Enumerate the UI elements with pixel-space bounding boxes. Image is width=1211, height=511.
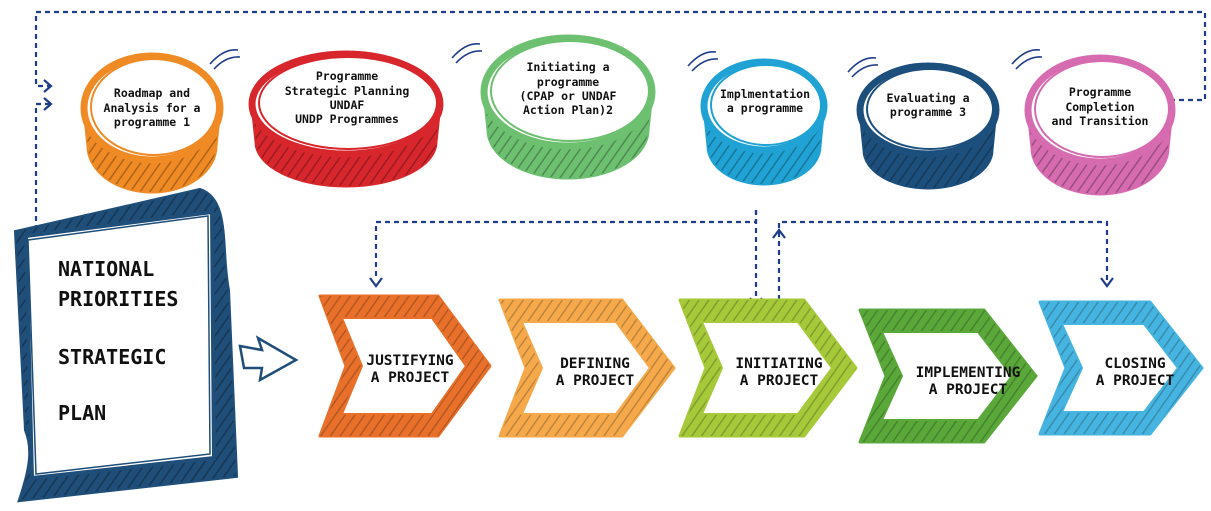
programme-cycle: [80, 34, 1176, 196]
phase-label-evaluating: Evaluating a programme 3: [886, 90, 970, 119]
connector-squiggle: [847, 56, 877, 73]
phase-drum-rim: [856, 62, 1000, 158]
project-arrow-face: [520, 321, 652, 415]
arrowhead-justifying: [369, 277, 383, 288]
np-document-page-sketch: [27, 215, 211, 475]
phase-drum-rim: [80, 52, 224, 164]
project-cycle: [318, 294, 1204, 444]
project-step-initiating: [678, 298, 858, 438]
project-arrow-face: [880, 331, 1014, 421]
phase-label-strategic-planning: Programme Strategic Planning UNDAF UNDP …: [284, 69, 410, 127]
arrowhead-np-in: [43, 97, 53, 111]
np-to-programme-connector: [34, 102, 50, 248]
project-step-justifying: [318, 294, 492, 438]
connector-squiggle: [455, 50, 483, 64]
project-step-defining: [498, 298, 676, 438]
dashed-connectors: [34, 10, 1207, 308]
np-priorities: PRIORITIES: [58, 287, 179, 311]
np-national: NATIONAL: [58, 257, 155, 281]
connector-squiggle: [1015, 56, 1043, 70]
phase-completion: [1024, 54, 1176, 196]
project-step-closing: [1038, 300, 1204, 436]
phase-drum-rim-sketch: [1034, 60, 1170, 158]
project-arrow-face: [340, 317, 468, 415]
arrowhead-up-from-initiating: [772, 228, 786, 239]
arrowhead-top-loop: [43, 79, 53, 93]
phase-label-completion: Programme Completion and Transition: [1051, 85, 1149, 129]
split-to-justifying-connector: [374, 210, 758, 280]
phase-implementation: [700, 58, 828, 186]
phase-strategic-planning: [248, 50, 444, 188]
project-arrow-face: [1060, 323, 1180, 413]
phase-evaluating: [856, 62, 1000, 190]
step-label-closing: CLOSING A PROJECT: [1095, 355, 1175, 389]
connector-squiggle: [691, 58, 719, 72]
phase-drum-rim-sketch: [90, 58, 218, 156]
project-arrow-face: [700, 321, 834, 415]
np-outline-arrow: [238, 335, 299, 383]
np-document-page: [23, 209, 217, 481]
national-priorities-document: [13, 187, 299, 503]
connector-squiggle: [1011, 48, 1041, 65]
phase-drum-rim-sketch: [710, 64, 822, 146]
phase-drum-rim: [480, 34, 656, 150]
connector-squiggle: [213, 56, 241, 70]
step-label-defining: DEFINING A PROJECT: [555, 355, 635, 389]
phase-drum-rim-sketch: [866, 68, 994, 150]
phase-label-initiating: Initiating a programme (CPAP or UNDAF Ac…: [519, 60, 617, 118]
phase-drum-rim: [248, 50, 444, 158]
project-step-implementing: [858, 308, 1038, 444]
phase-drum-rim-sketch: [258, 56, 438, 150]
split-to-closing-connector: [777, 220, 1109, 300]
phase-drum-rim: [1024, 54, 1176, 166]
np-plan: PLAN: [58, 401, 107, 425]
phase-drum-rim: [700, 58, 828, 154]
connector-squiggle: [687, 50, 717, 67]
phase-roadmap: [80, 52, 224, 194]
phase-drum-rim-sketch: [490, 40, 650, 142]
phase-initiating: [480, 34, 656, 180]
step-label-initiating: INITIATING A PROJECT: [735, 355, 823, 389]
step-label-justifying: JUSTIFYING A PROJECT: [366, 352, 454, 386]
connector-squiggle: [451, 42, 481, 59]
top-loop-connector: [34, 10, 1207, 102]
phase-label-implementation: Implmentation a programme: [719, 86, 810, 115]
arrowhead-closing: [1100, 277, 1114, 288]
np-strategic: STRATEGIC: [58, 345, 167, 369]
connector-squiggle: [209, 48, 239, 65]
step-label-implementing: IMPLEMENTING A PROJECT: [915, 364, 1021, 398]
phase-label-roadmap: Roadmap and Analysis for a programme 1: [103, 86, 201, 130]
connector-squiggle: [851, 64, 879, 78]
